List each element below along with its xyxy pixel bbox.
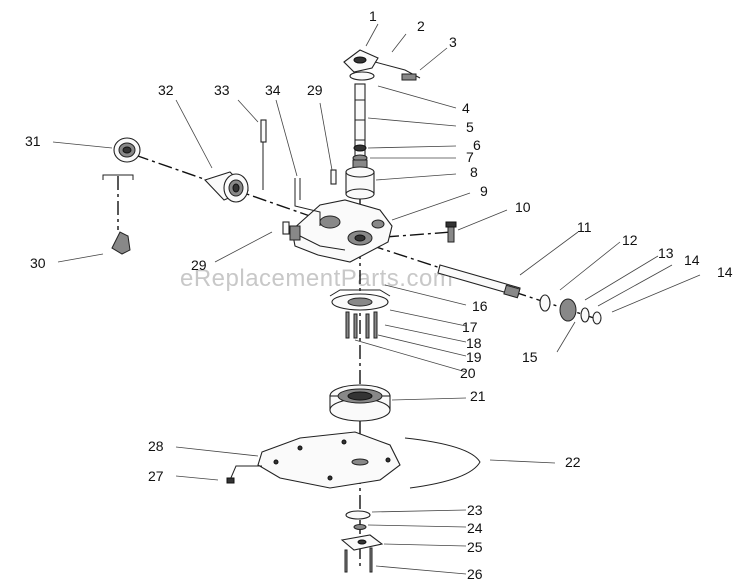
- callout-31: 31: [25, 133, 41, 149]
- shaft-collar: [352, 144, 368, 169]
- callout-16: 16: [472, 298, 488, 314]
- callout-20: 20: [460, 365, 476, 381]
- brake-drum: [203, 171, 249, 203]
- callout-6: 6: [473, 137, 481, 153]
- callout-7: 7: [466, 149, 474, 165]
- callout-14a: 14: [684, 252, 700, 268]
- bearing-ring: [329, 384, 391, 422]
- gasket-arc: [404, 437, 481, 489]
- callout-12: 12: [622, 232, 638, 248]
- callout-14b: 14: [717, 264, 733, 280]
- callout-18: 18: [466, 335, 482, 351]
- leader-lines: [52, 23, 701, 575]
- linkage-bracket: [294, 178, 321, 226]
- pin-lower: [282, 221, 290, 235]
- callout-9: 9: [480, 183, 488, 199]
- callout-22: 22: [565, 454, 581, 470]
- callout-3: 3: [449, 34, 457, 50]
- top-cap-assembly: [343, 49, 421, 81]
- long-bolt: [226, 465, 262, 484]
- left-bearing: [113, 137, 141, 163]
- axle-shaft: [437, 264, 521, 299]
- small-washer: [353, 524, 367, 530]
- callout-11: 11: [577, 219, 592, 235]
- bearing-plate: [329, 289, 391, 311]
- cover-plate: [257, 431, 401, 489]
- callout-4: 4: [462, 100, 470, 116]
- callout-labels: 1 2 3 4 5 6 7 8 9 10 11 12 13 14 14 15 1…: [25, 8, 733, 582]
- callout-2: 2: [417, 18, 425, 34]
- callout-13: 13: [658, 245, 674, 261]
- callout-24: 24: [467, 520, 483, 536]
- callout-28: 28: [148, 438, 164, 454]
- callout-29a: 29: [307, 82, 323, 98]
- bottom-bracket: [340, 534, 384, 573]
- main-housing: [289, 199, 393, 263]
- callout-26: 26: [467, 566, 483, 582]
- control-rod: [260, 119, 267, 190]
- callout-23: 23: [467, 502, 483, 518]
- callout-1: 1: [369, 8, 377, 24]
- part-10-axis: [384, 231, 453, 238]
- watermark: eReplacementParts.com: [180, 265, 453, 292]
- callout-33: 33: [214, 82, 230, 98]
- cylinder-block: [345, 166, 375, 200]
- callout-19: 19: [466, 349, 482, 365]
- bolt-right: [445, 221, 457, 243]
- callout-25: 25: [467, 539, 483, 555]
- callout-30: 30: [30, 255, 46, 271]
- shift-lever: [102, 174, 134, 255]
- callout-17: 17: [462, 319, 478, 335]
- pin-upper: [330, 169, 337, 185]
- callout-32: 32: [158, 82, 174, 98]
- washer-stack: [539, 294, 602, 325]
- callout-5: 5: [466, 119, 474, 135]
- screw-set: [345, 311, 378, 339]
- callout-8: 8: [470, 164, 478, 180]
- callout-15: 15: [522, 349, 538, 365]
- callout-21: 21: [470, 388, 486, 404]
- o-ring: [345, 510, 371, 520]
- callout-29b: 29: [191, 257, 207, 273]
- callout-27: 27: [148, 468, 164, 484]
- callout-10: 10: [515, 199, 531, 215]
- callout-34: 34: [265, 82, 281, 98]
